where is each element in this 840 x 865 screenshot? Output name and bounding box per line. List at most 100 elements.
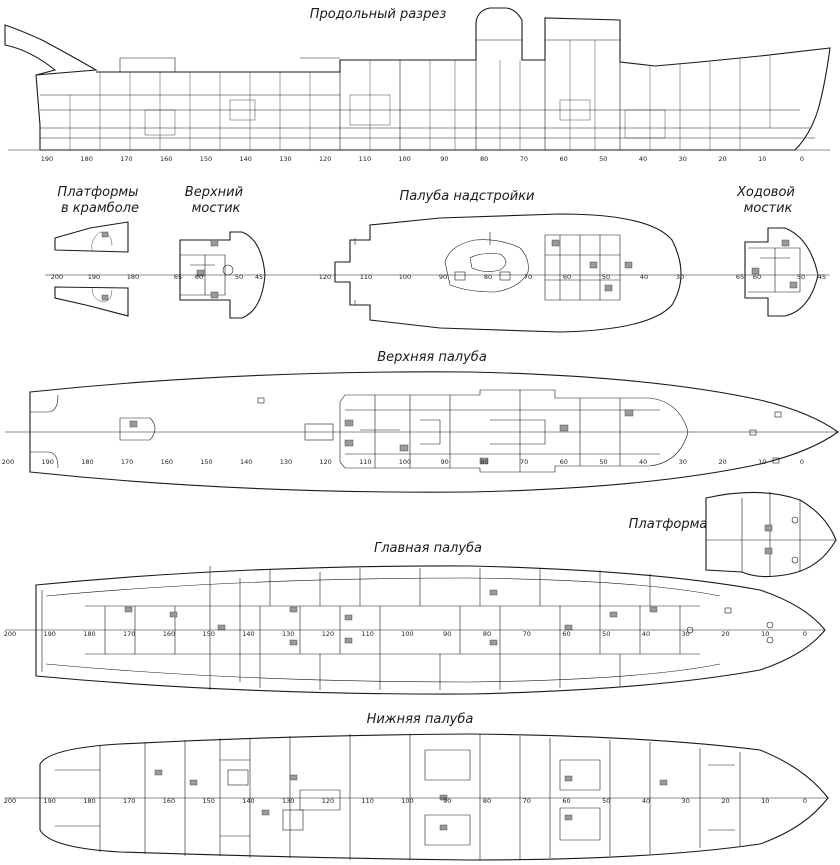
- upper-deck-frame-label: 70: [520, 458, 528, 466]
- superstructure-outline: [334, 213, 682, 333]
- main-deck-frame-label: 150: [203, 630, 215, 638]
- superstructure-title: Палуба надстройки: [400, 189, 535, 204]
- upper-deck-frame-label: 150: [200, 458, 212, 466]
- upper-bridge-title: Верхний мостик: [185, 185, 247, 216]
- nav-bridge-frame-label: 45: [818, 273, 826, 281]
- upper-deck-frame-label: 40: [639, 458, 647, 466]
- main-deck-frame-label: 180: [83, 630, 95, 638]
- upper-deck-title: Верхняя палуба: [377, 350, 487, 365]
- lower-deck-bulkheads: [55, 734, 741, 860]
- main-deck-frame-label: 0: [803, 630, 807, 638]
- superstructure-frame-label: 70: [524, 273, 532, 281]
- superstructure-frame-label: 80: [484, 273, 492, 281]
- profile-frame-label: 120: [319, 155, 331, 163]
- upper-deck-frame-label: 0: [800, 458, 804, 466]
- profile-frame-label: 70: [520, 155, 528, 163]
- main-deck-frame-label: 140: [242, 630, 254, 638]
- main-deck-title: Главная палуба: [374, 541, 482, 556]
- upper-deck-frame-label: 110: [359, 458, 371, 466]
- profile-decks: [40, 39, 815, 150]
- upper-deck-superstructure: [339, 389, 689, 473]
- profile-hull: [4, 7, 831, 151]
- superstructure-frame-label: 50: [602, 273, 610, 281]
- upper-deck-frame-label: 90: [441, 458, 449, 466]
- lower-deck-frame-label: 100: [401, 797, 413, 805]
- superstructure-rooms: [489, 232, 621, 301]
- nav-bridge-frame-label: 65: [736, 273, 744, 281]
- profile-frame-label: 50: [599, 155, 607, 163]
- upper-deck-frame-label: 170: [121, 458, 133, 466]
- profile-title: Продольный разрез: [310, 7, 447, 22]
- lower-deck-frame-label: 40: [642, 797, 650, 805]
- profile-frame-label: 110: [359, 155, 371, 163]
- main-deck-frame-label: 40: [642, 630, 650, 638]
- upper-deck-frame-label: 120: [319, 458, 331, 466]
- lower-deck-frame-label: 80: [483, 797, 491, 805]
- lower-deck-frame-label: 110: [362, 797, 374, 805]
- main-deck-frame-label: 120: [322, 630, 334, 638]
- platform-title: Платформа: [629, 517, 708, 532]
- upper-deck-frame-label: 80: [480, 458, 488, 466]
- upper-deck-frame-label: 180: [81, 458, 93, 466]
- nav-bridge-title: Ходовой мостик: [736, 185, 799, 216]
- profile-frame-label: 20: [718, 155, 726, 163]
- upper-bridge: Верхний мостик: [179, 185, 266, 319]
- superstructure-deck: Палуба надстройки: [334, 189, 682, 333]
- upper-deck-frame-label: 140: [240, 458, 252, 466]
- main-deck-frame-label: 20: [721, 630, 729, 638]
- superstructure-frame-label: 110: [360, 273, 372, 281]
- main-deck-frame-label: 90: [443, 630, 451, 638]
- upper-deck-frame-label: 160: [161, 458, 173, 466]
- profile-frame-label: 150: [200, 155, 212, 163]
- upper-bridge-frame-label: 65: [174, 273, 182, 281]
- lower-deck-frame-label: 140: [242, 797, 254, 805]
- profile-frame-label: 170: [120, 155, 132, 163]
- platform-outline: [705, 491, 837, 578]
- main-deck-frame-label: 110: [362, 630, 374, 638]
- lower-deck-frame-label: 60: [562, 797, 570, 805]
- lower-deck-frame-label: 20: [721, 797, 729, 805]
- crambole-frame-label: 190: [88, 273, 100, 281]
- upper-deck-frame-label: 30: [679, 458, 687, 466]
- main-deck-frame-label: 160: [163, 630, 175, 638]
- crambole-platform-lower: [54, 286, 129, 317]
- lower-deck-frame-label: 150: [203, 797, 215, 805]
- upper-bridge-frame-label: 50: [235, 273, 243, 281]
- upper-bridge-frame-label: 60: [195, 273, 203, 281]
- profile-bulkheads: [69, 40, 771, 150]
- crambole-title: Платформы в крамболе: [57, 185, 142, 216]
- main-deck-frame-label: 80: [483, 630, 491, 638]
- lower-deck-frame-label: 70: [523, 797, 531, 805]
- crambole-platform-upper: [54, 221, 129, 253]
- upper-deck-frame-label: 20: [718, 458, 726, 466]
- profile-frame-label: 140: [239, 155, 251, 163]
- superstructure-pilothouse: [444, 239, 529, 293]
- upper-deck-frame-label: 130: [280, 458, 292, 466]
- profile-frame-label: 10: [758, 155, 766, 163]
- main-deck-frame-label: 200: [4, 630, 16, 638]
- profile-frame-label: 160: [160, 155, 172, 163]
- crambole-frame-label: 200: [51, 273, 63, 281]
- crambole-frame-label: 180: [127, 273, 139, 281]
- lower-deck-frame-label: 50: [602, 797, 610, 805]
- lower-deck-frame-label: 170: [123, 797, 135, 805]
- upper-deck-frame-label: 10: [758, 458, 766, 466]
- main-deck-frame-label: 30: [682, 630, 690, 638]
- profile-frame-label: 180: [81, 155, 93, 163]
- upper-deck-frame-label: 60: [560, 458, 568, 466]
- lower-deck-frame-label: 130: [282, 797, 294, 805]
- lower-deck-frame-label: 160: [163, 797, 175, 805]
- lower-deck-frame-label: 200: [4, 797, 16, 805]
- upper-deck-frame-label: 200: [2, 458, 14, 466]
- main-deck-frame-label: 170: [123, 630, 135, 638]
- main-deck-compartments: [85, 566, 700, 690]
- main-deck-frame-label: 10: [761, 630, 769, 638]
- lower-deck-frame-label: 180: [83, 797, 95, 805]
